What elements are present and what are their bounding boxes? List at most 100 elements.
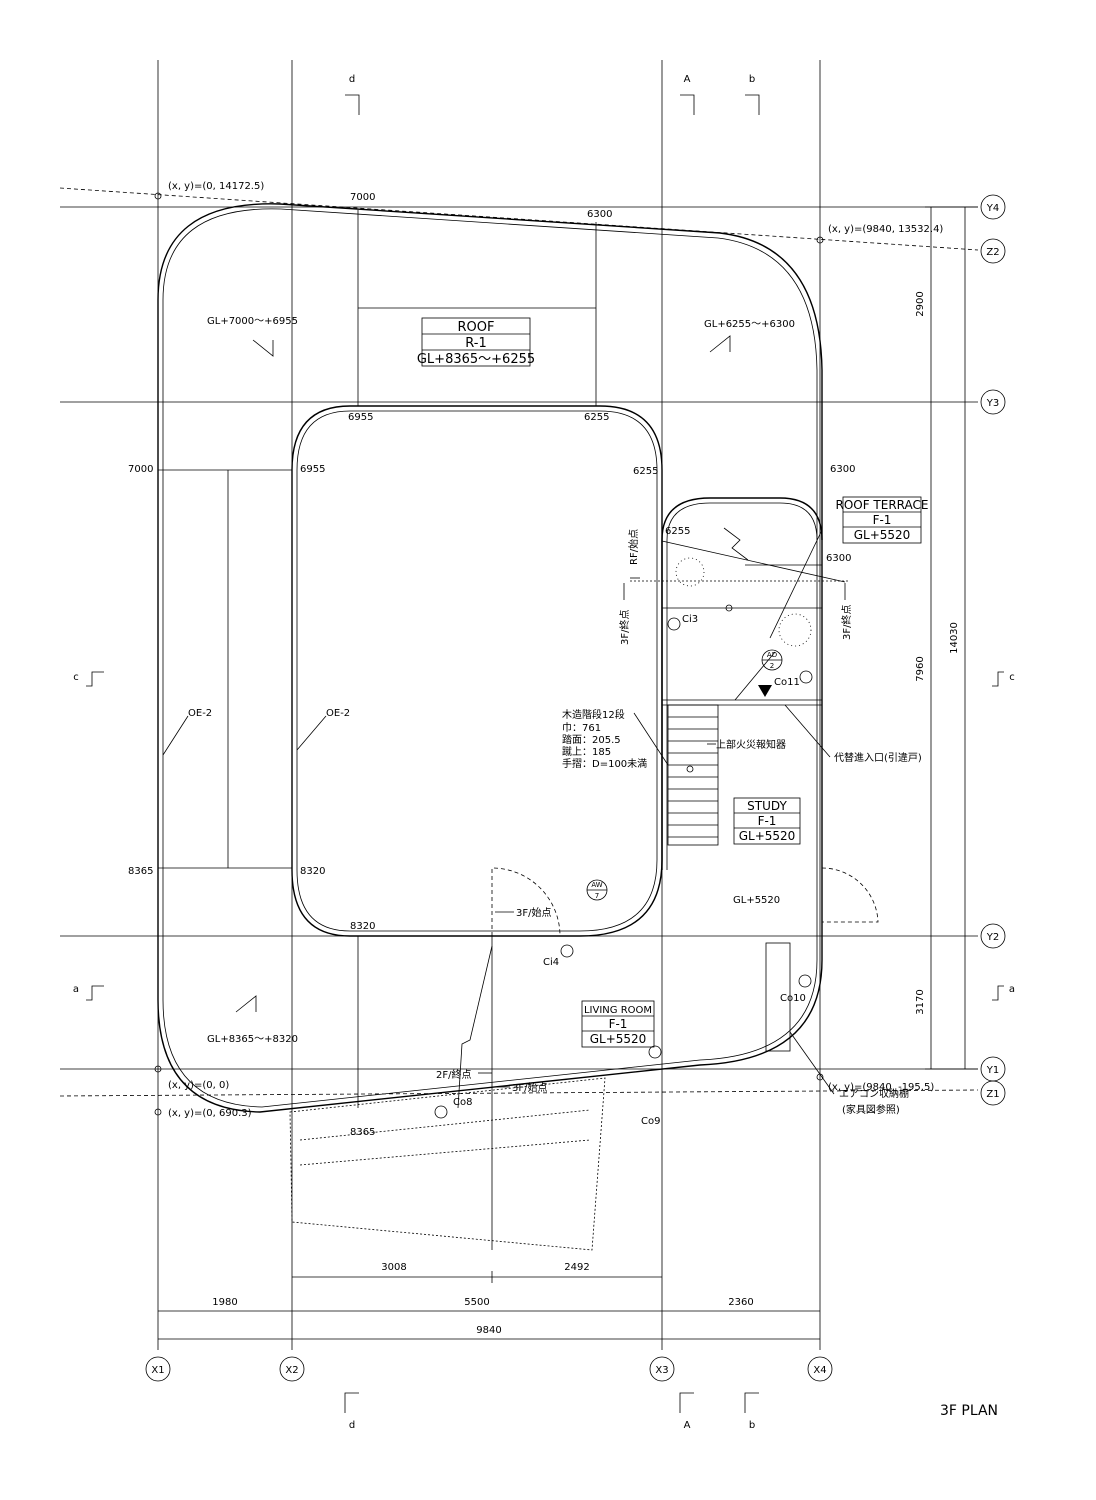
svg-text:STUDY: STUDY [747, 799, 787, 813]
svg-text:Y4: Y4 [986, 203, 999, 214]
slope-label-nw: GL+7000～+6955 [207, 316, 298, 327]
inner-courtyard-outline [291, 405, 663, 937]
svg-text:エアコン収納棚: エアコン収納棚 [839, 1087, 909, 1100]
svg-text:ROOF TERRACE: ROOF TERRACE [835, 498, 928, 512]
svg-text:5500: 5500 [464, 1297, 489, 1308]
svg-text:GL+8365～+6255: GL+8365～+6255 [417, 352, 535, 367]
svg-text:LIVING ROOM: LIVING ROOM [584, 1005, 652, 1016]
grid-bubble-y1: Y1 [980, 1056, 1006, 1082]
svg-text:木造階段12段: 木造階段12段 [562, 708, 625, 721]
svg-text:F-1: F-1 [873, 513, 892, 527]
grid-bubble-z1: Z1 [980, 1080, 1006, 1106]
grid-lines [59, 60, 979, 1350]
svg-text:3170: 3170 [915, 989, 926, 1014]
coord-label-4: (x, y)=(9840, -195.5) [828, 1082, 934, 1093]
svg-text:3F/終点: 3F/終点 [840, 605, 853, 640]
svg-text:2492: 2492 [564, 1262, 589, 1273]
aircon-cabinet [765, 942, 791, 1052]
svg-text:7960: 7960 [915, 656, 926, 681]
notes: 上部火災報知器 代替進入口(引違戸) エアコン収納棚 (家具図参照) RF/始点… [436, 529, 922, 1116]
coord-label-0: (x, y)=(0, 14172.5) [168, 181, 264, 192]
stair [667, 704, 719, 846]
study-floor-level: GL+5520 [733, 895, 780, 906]
svg-text:6255: 6255 [633, 466, 658, 477]
svg-text:6955: 6955 [348, 412, 373, 423]
svg-text:Z1: Z1 [986, 1089, 999, 1100]
svg-text:8365: 8365 [128, 866, 153, 877]
svg-text:6255: 6255 [584, 412, 609, 423]
slope-label-ne: GL+6255～+6300 [704, 319, 795, 330]
svg-text:上部火災報知器: 上部火災報知器 [716, 738, 786, 751]
door-swings [491, 867, 879, 937]
svg-text:Co8: Co8 [453, 1097, 472, 1108]
svg-text:6300: 6300 [826, 553, 851, 564]
roof-plane-lines [158, 210, 597, 1108]
svg-text:6300: 6300 [830, 464, 855, 475]
svg-text:X2: X2 [285, 1365, 298, 1376]
svg-text:Co10: Co10 [780, 993, 806, 1004]
svg-text:7000: 7000 [128, 464, 153, 475]
coord-label-3: (x, y)=(0, 0) [168, 1080, 229, 1091]
svg-text:AW: AW [591, 881, 602, 889]
svg-text:A: A [684, 1420, 691, 1431]
svg-text:X4: X4 [813, 1365, 826, 1376]
svg-text:巾：761: 巾：761 [562, 721, 601, 734]
svg-text:8320: 8320 [350, 921, 375, 932]
svg-text:3F/終点: 3F/終点 [618, 610, 631, 645]
svg-text:GL+5520: GL+5520 [590, 1032, 647, 1046]
svg-text:14030: 14030 [949, 622, 960, 654]
coord-label-2: (x, y)=(0, 690.3) [168, 1108, 252, 1119]
svg-text:OE-2: OE-2 [188, 708, 212, 719]
svg-text:F-1: F-1 [609, 1017, 628, 1031]
svg-text:Z2: Z2 [986, 247, 999, 258]
svg-text:c: c [1009, 672, 1015, 683]
svg-text:GL+5520: GL+5520 [854, 528, 911, 542]
svg-text:6955: 6955 [300, 464, 325, 475]
svg-text:3F/始点: 3F/始点 [512, 1081, 547, 1094]
svg-text:8320: 8320 [300, 866, 325, 877]
svg-text:Ci3: Ci3 [682, 614, 698, 625]
svg-text:Y1: Y1 [986, 1065, 999, 1076]
window-tag-ad: AD 2 [761, 649, 783, 671]
svg-text:X3: X3 [655, 1365, 668, 1376]
coord-label-1: (x, y)=(9840, 13532.4) [828, 224, 943, 235]
grid-bubble-y2: Y2 [980, 923, 1006, 949]
svg-text:AD: AD [767, 651, 777, 659]
grid-bubble-x4: X4 [807, 1356, 833, 1382]
svg-text:Co11: Co11 [774, 677, 800, 688]
slope-arrows [235, 335, 749, 1013]
svg-text:3F/始点: 3F/始点 [516, 906, 551, 919]
svg-text:2F/終点: 2F/終点 [436, 1068, 471, 1081]
lower-stair-outline [289, 936, 606, 1251]
svg-text:a: a [73, 984, 79, 995]
column-tags: Ci3 Ci4 Co11 Co10 Co8 Co9 [434, 614, 813, 1127]
grid-bubble-z2: Z2 [980, 238, 1006, 264]
svg-text:代替進入口(引違戸): 代替進入口(引違戸) [834, 751, 922, 764]
svg-text:蹴上：185: 蹴上：185 [562, 745, 611, 758]
edge-labels: OE-2 OE-2 [162, 708, 350, 756]
svg-text:8365: 8365 [350, 1127, 375, 1138]
svg-text:手摺：D=100未満: 手摺：D=100未満 [562, 757, 647, 770]
section-marks: d A b d A b c c a a [73, 74, 1015, 1431]
grid-bubble-x1: X1 [145, 1356, 171, 1382]
room-tag-roof: ROOF R-1 GL+8365～+6255 [417, 317, 535, 367]
slope-label-sw: GL+8365～+8320 [207, 1034, 298, 1045]
svg-text:b: b [749, 74, 755, 85]
svg-text:d: d [349, 1420, 355, 1431]
svg-text:Co9: Co9 [641, 1116, 660, 1127]
room-tag-living-room: LIVING ROOM F-1 GL+5520 [581, 1000, 655, 1048]
outer-roof-outline [157, 203, 823, 1113]
svg-text:X1: X1 [151, 1365, 164, 1376]
drawing-title: 3F PLAN [940, 1403, 998, 1419]
svg-text:ROOF: ROOF [458, 320, 495, 335]
grid-bubble-y3: Y3 [980, 389, 1006, 415]
window-tag-aw: AW 7 [586, 879, 608, 901]
svg-text:Y3: Y3 [986, 398, 999, 409]
grid-bubble-y4: Y4 [980, 194, 1006, 220]
svg-text:踏面：205.5: 踏面：205.5 [562, 733, 621, 746]
svg-text:(家具図参照): (家具図参照) [842, 1103, 900, 1116]
svg-text:1980: 1980 [212, 1297, 237, 1308]
room-tag-roof-terrace: ROOF TERRACE F-1 GL+5520 [835, 496, 929, 544]
svg-text:c: c [73, 672, 79, 683]
